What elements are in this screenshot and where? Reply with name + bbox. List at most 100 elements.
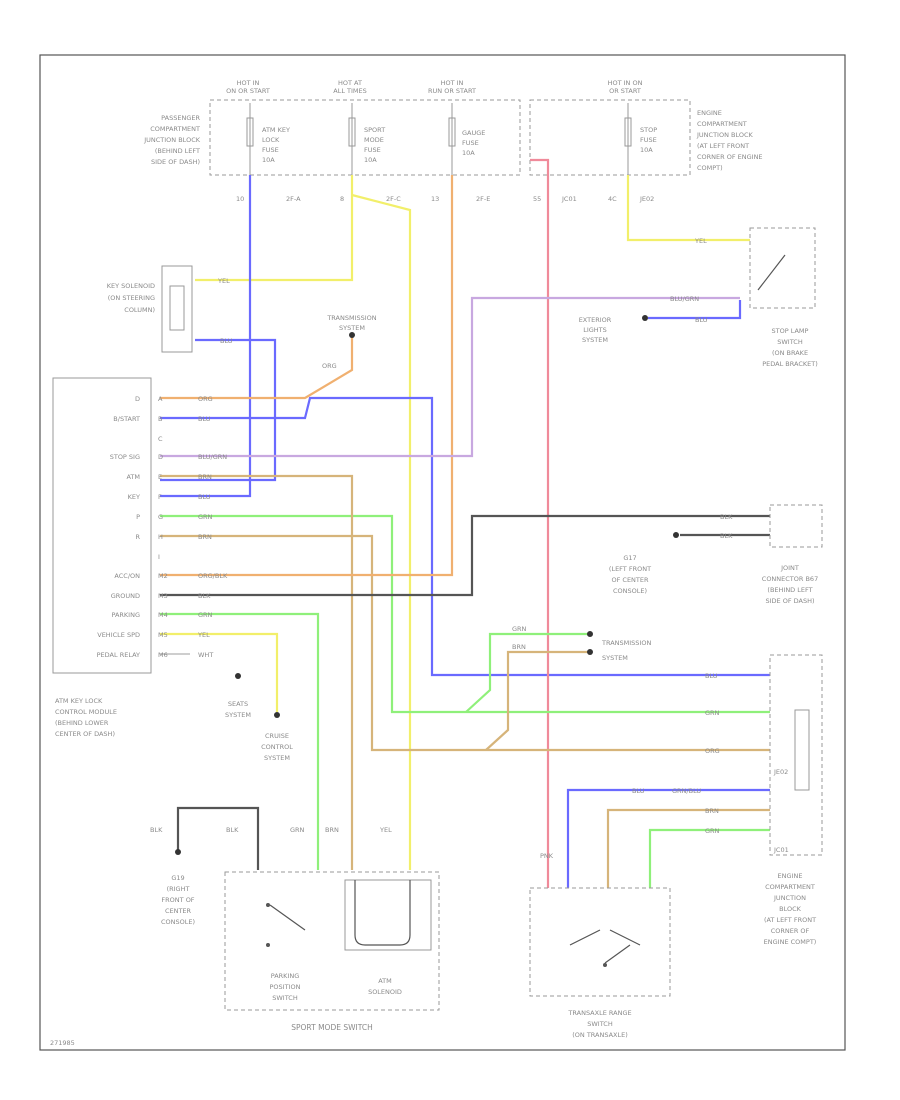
svg-text:MODE: MODE: [364, 136, 384, 144]
svg-text:CRUISE: CRUISE: [265, 732, 289, 740]
svg-text:TRANSAXLE RANGE: TRANSAXLE RANGE: [567, 1009, 631, 1017]
module-pin-label: PEDAL RELAY: [97, 651, 140, 659]
passenger-jb-label: PASSENGER COMPARTMENT JUNCTION BLOCK (BE…: [143, 114, 201, 166]
svg-text:(LEFT FRONT: (LEFT FRONT: [609, 565, 651, 573]
svg-text:RUN OR START: RUN OR START: [428, 87, 476, 95]
svg-text:SEATS: SEATS: [228, 700, 248, 708]
svg-text:WHT: WHT: [198, 651, 213, 659]
seats-system: SEATS SYSTEM: [225, 673, 251, 719]
wire-blu-atm: [160, 338, 277, 482]
svg-text:BLU/GRN: BLU/GRN: [198, 453, 227, 461]
module-wire-labels: ORG BLU BLU/GRN BRN BLU GRN BRN ORG/BLK …: [197, 395, 228, 659]
svg-text:HOT AT: HOT AT: [338, 79, 362, 87]
module-pin-number: M4: [158, 611, 168, 619]
sport-wire-labels: BLK BLK GRN BRN YEL: [150, 826, 392, 834]
svg-text:POSITION: POSITION: [270, 983, 301, 991]
module-pin-number: M5: [158, 631, 168, 639]
svg-text:GAUGE: GAUGE: [462, 129, 485, 137]
svg-text:LOCK: LOCK: [262, 136, 280, 144]
svg-text:STOP LAMP: STOP LAMP: [772, 327, 809, 335]
svg-text:EXTERIOR: EXTERIOR: [579, 316, 612, 324]
svg-text:ENGINE: ENGINE: [697, 109, 722, 117]
svg-text:BLK: BLK: [720, 532, 733, 540]
svg-text:13: 13: [431, 195, 439, 203]
module-pin-label: D: [135, 395, 140, 403]
label-blugrn-stop: BLU/GRN: [670, 295, 699, 303]
svg-text:STOP: STOP: [640, 126, 657, 134]
svg-text:55: 55: [533, 195, 541, 203]
atm-module-label: ATM KEY LOCK CONTROL MODULE (BEHIND LOWE…: [55, 697, 117, 738]
svg-text:BLK: BLK: [226, 826, 239, 834]
module-pin-label: ACC/ON: [114, 572, 140, 580]
label-blu-key: BLU: [220, 337, 233, 345]
module-pin-number: M3: [158, 592, 168, 600]
svg-text:10: 10: [236, 195, 244, 203]
wire-blk-ground: [160, 514, 770, 597]
joint-connector-b67: [769, 504, 823, 548]
wire-blugrn-stop: [160, 296, 740, 458]
atm-key-lock-module: [52, 377, 152, 674]
module-pin-label: VEHICLE SPD: [97, 631, 140, 639]
label-pnk: PNK: [540, 852, 554, 860]
svg-text:BLK: BLK: [198, 592, 211, 600]
svg-text:GRN: GRN: [512, 625, 527, 633]
svg-text:CONNECTOR B67: CONNECTOR B67: [762, 575, 818, 583]
svg-text:OR START: OR START: [609, 87, 641, 95]
svg-text:ALL TIMES: ALL TIMES: [333, 87, 366, 95]
svg-text:COMPARTMENT: COMPARTMENT: [765, 883, 815, 891]
svg-text:COMPARTMENT: COMPARTMENT: [697, 120, 747, 128]
module-pin-number: A: [158, 395, 163, 403]
svg-text:10A: 10A: [262, 156, 275, 164]
svg-text:PASSENGER: PASSENGER: [161, 114, 200, 122]
svg-text:SPORT: SPORT: [364, 126, 385, 134]
module-pin-label: B/START: [113, 415, 140, 423]
svg-text:GRN: GRN: [705, 827, 720, 835]
module-pin-number: B: [158, 415, 162, 423]
svg-text:PARKING: PARKING: [271, 972, 300, 980]
svg-text:BLU: BLU: [632, 787, 645, 795]
svg-text:YEL: YEL: [197, 631, 210, 639]
svg-text:BLU: BLU: [705, 672, 718, 680]
svg-text:10A: 10A: [462, 149, 475, 157]
module-pin-number: E: [158, 473, 162, 481]
svg-text:SYSTEM: SYSTEM: [225, 711, 251, 719]
svg-text:ATM KEY LOCK: ATM KEY LOCK: [55, 697, 103, 705]
wire-brn-transmission: [485, 650, 588, 751]
fuse-gauge: GAUGE FUSE 10A: [448, 103, 485, 175]
transaxle-range-switch: [529, 887, 671, 997]
hot-label-a: HOT IN ON OR START: [226, 79, 270, 95]
wire-grn-je02: [160, 514, 770, 714]
transaxle-contacts: [569, 929, 641, 967]
hot-label-d: HOT IN ON OR START: [608, 79, 643, 95]
svg-text:FUSE: FUSE: [462, 139, 479, 147]
svg-text:JOINT: JOINT: [780, 564, 799, 572]
svg-text:CENTER: CENTER: [165, 907, 192, 915]
svg-text:HOT IN: HOT IN: [237, 79, 260, 87]
label-org-trans: ORG: [322, 362, 337, 370]
svg-text:HOT IN ON: HOT IN ON: [608, 79, 643, 87]
svg-text:LIGHTS: LIGHTS: [583, 326, 607, 334]
svg-text:JC01: JC01: [773, 846, 789, 854]
wire-blu-je02: [160, 396, 770, 677]
svg-text:BLOCK: BLOCK: [779, 905, 802, 913]
module-pin-label: KEY: [128, 493, 140, 501]
svg-text:JE02: JE02: [773, 768, 788, 776]
wire-yel-atm-solenoid: [351, 193, 412, 870]
wire-grn-transmission: [465, 632, 588, 713]
fuse-sport-mode: SPORT MODE FUSE 10A: [348, 103, 385, 175]
wire-layer: [160, 158, 770, 888]
svg-text:(BEHIND LOWER: (BEHIND LOWER: [55, 719, 109, 727]
svg-text:10A: 10A: [640, 146, 653, 154]
label-blu-ext: BLU: [695, 316, 708, 324]
sport-mode-switch-label: SPORT MODE SWITCH: [291, 1023, 373, 1032]
svg-text:(BEHIND LEFT: (BEHIND LEFT: [767, 586, 812, 594]
svg-text:SYSTEM: SYSTEM: [602, 654, 628, 662]
svg-text:ON OR START: ON OR START: [226, 87, 270, 95]
svg-text:BRN: BRN: [325, 826, 339, 834]
wire-org-transmission: [160, 335, 354, 400]
module-pin-number: C: [158, 435, 163, 443]
svg-text:GRN: GRN: [198, 611, 213, 619]
